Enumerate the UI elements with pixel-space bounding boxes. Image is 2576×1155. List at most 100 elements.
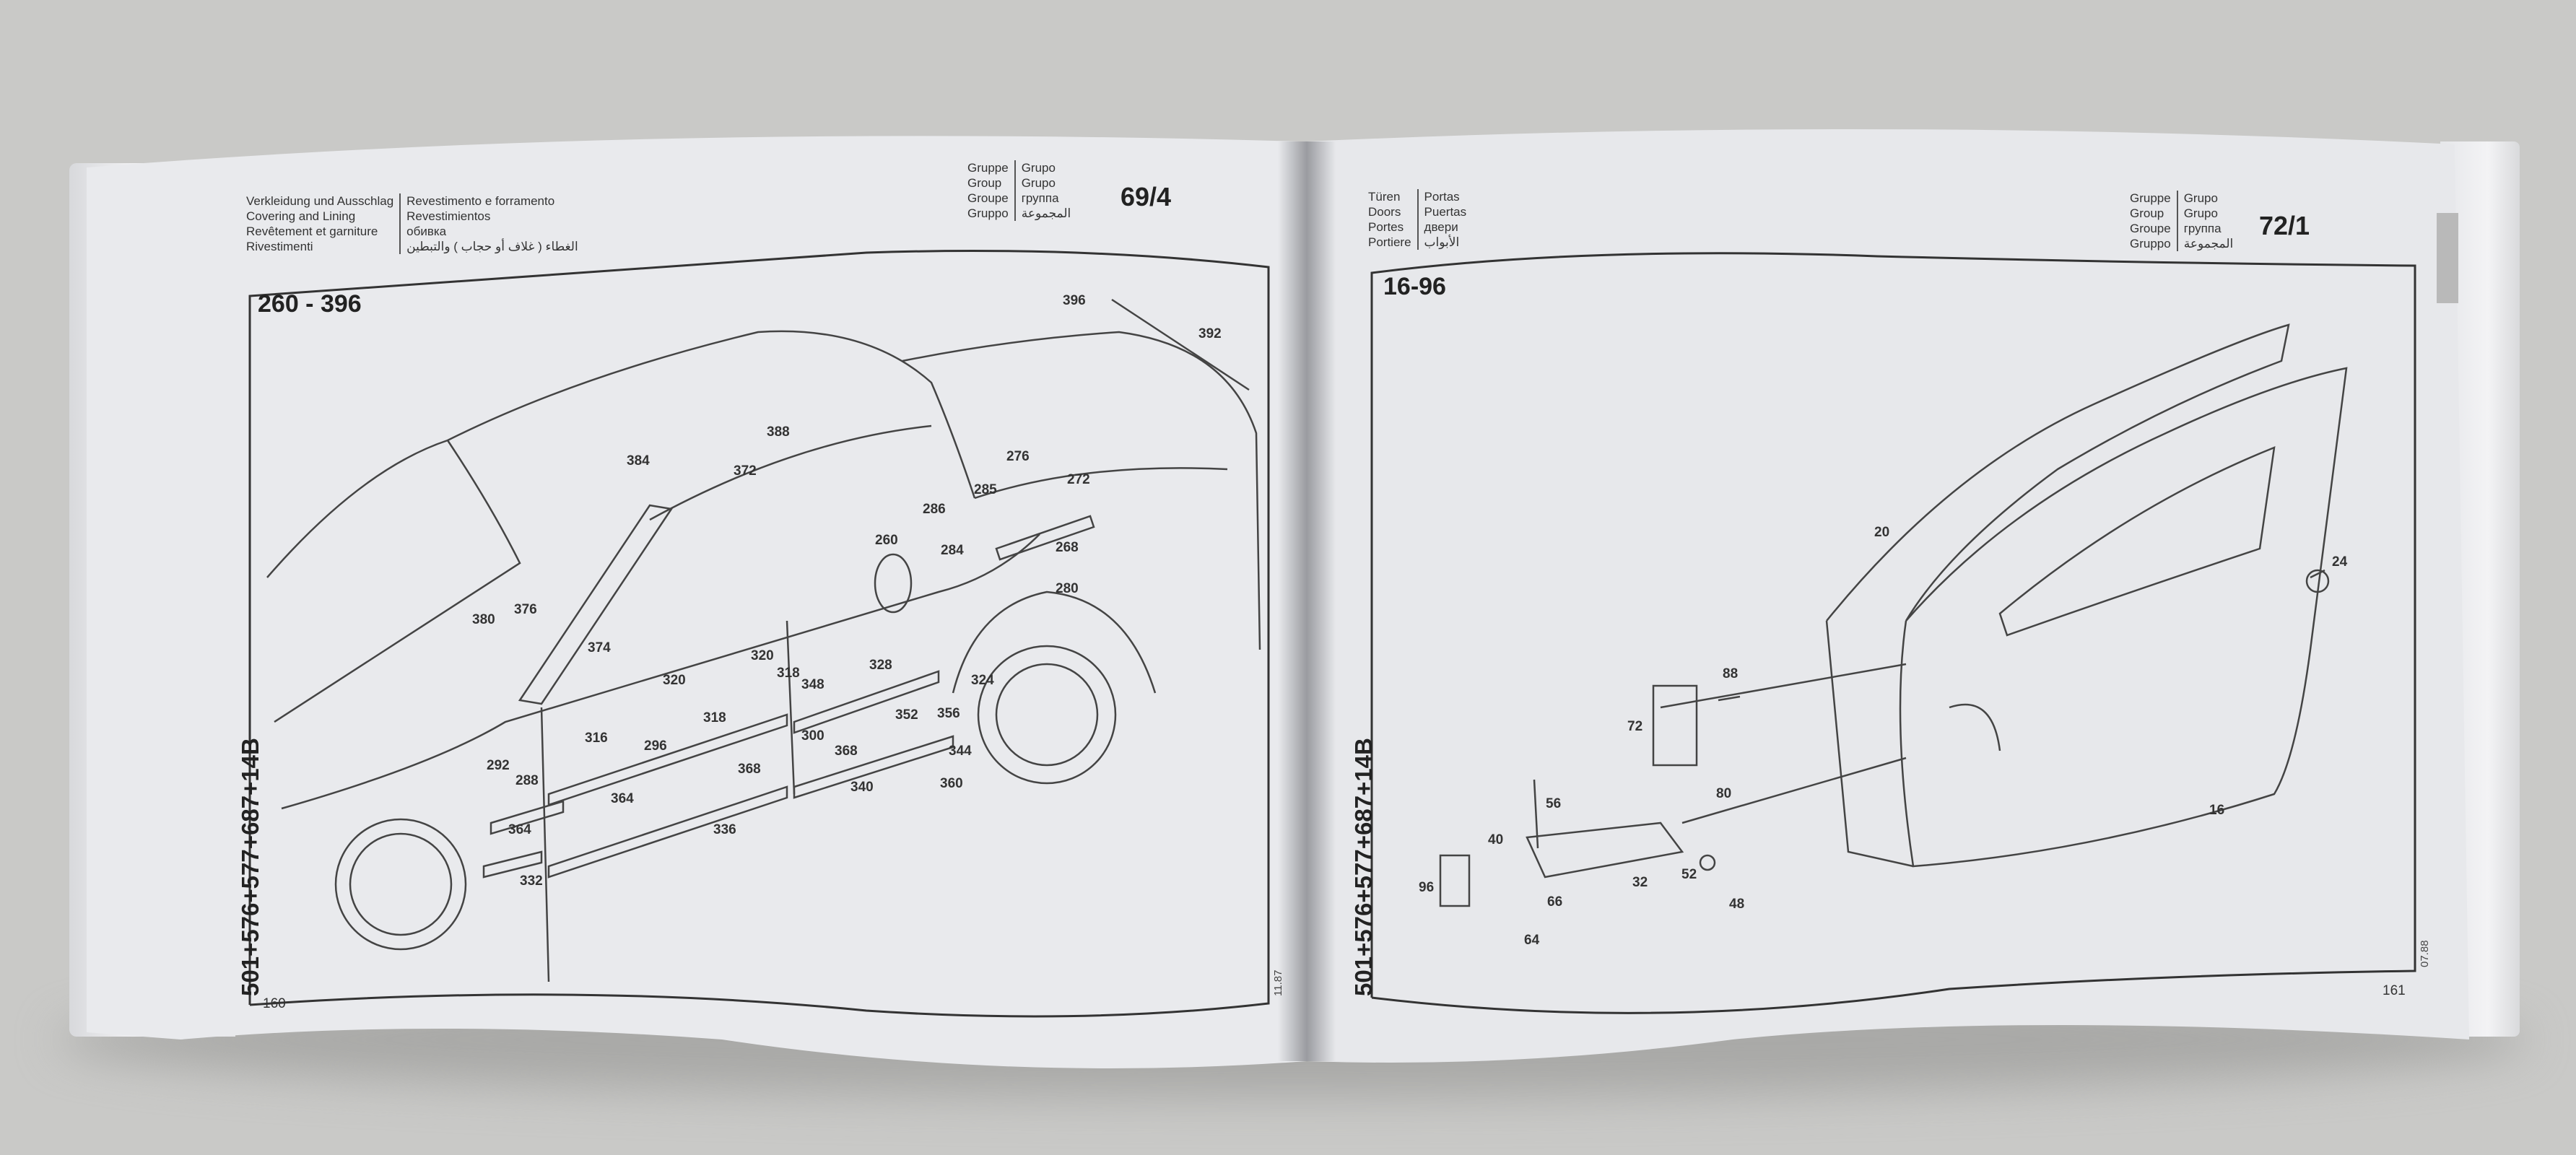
- title-ru: обивка: [406, 225, 447, 238]
- callout: 320: [751, 648, 774, 663]
- group-label: Grupo: [1021, 176, 1056, 190]
- callout: 380: [472, 612, 495, 627]
- page-tab-marker: [2437, 213, 2458, 303]
- group-label: Gruppe: [967, 161, 1009, 175]
- part-range: 260 - 396: [258, 290, 362, 318]
- callout: 364: [611, 791, 634, 806]
- callout: 20: [1874, 525, 1890, 540]
- callout: 88: [1723, 666, 1739, 681]
- callout: 356: [937, 706, 960, 721]
- callout: 66: [1547, 894, 1563, 910]
- right-title-block: Türen Doors Portes Portiere Portas Puert…: [1368, 189, 1472, 250]
- callout: 340: [850, 780, 874, 795]
- callout: 320: [663, 673, 686, 688]
- left-group-block: Gruppe Group Groupe Gruppo Grupo Grupo г…: [967, 160, 1076, 221]
- callout: 292: [487, 758, 510, 773]
- callout: 285: [974, 482, 997, 497]
- callout: 316: [585, 731, 608, 746]
- callout: 328: [869, 658, 892, 673]
- group-label: Group: [2130, 206, 2164, 220]
- edition-date: 11.87: [1272, 969, 1284, 996]
- group-label: Group: [967, 176, 1002, 190]
- callout: 260: [875, 533, 898, 548]
- callout: 64: [1524, 933, 1540, 948]
- right-page: [1307, 128, 2469, 1063]
- callout: 288: [515, 773, 539, 788]
- group-label: Groupe: [967, 191, 1009, 205]
- callout: 80: [1716, 786, 1732, 801]
- edition-date: 07.88: [2419, 940, 2431, 967]
- callout: 32: [1632, 875, 1648, 890]
- group-label: группа: [1021, 191, 1059, 205]
- door-drawing: [1439, 323, 2348, 907]
- callout: 296: [644, 738, 667, 754]
- group-label: Gruppo: [967, 206, 1009, 220]
- callout: 368: [835, 744, 858, 759]
- group-label: Groupe: [2130, 222, 2171, 235]
- callout: 360: [940, 776, 963, 791]
- callout: 374: [588, 640, 611, 655]
- callout: 344: [949, 744, 972, 759]
- title-fr: Portes: [1368, 220, 1404, 234]
- callout: 372: [734, 463, 757, 479]
- callout: 280: [1056, 581, 1079, 596]
- gutter-shade: [1278, 141, 1336, 1061]
- title-de: Türen: [1368, 190, 1401, 204]
- callout: 324: [971, 673, 994, 688]
- group-label: المجموعة: [2183, 237, 2234, 250]
- callout: 368: [738, 762, 761, 777]
- callout: 392: [1198, 326, 1222, 341]
- callout: 40: [1488, 832, 1504, 847]
- callout: 16: [2209, 803, 2225, 818]
- group-label: Gruppo: [2130, 237, 2171, 250]
- callout: 284: [941, 543, 964, 558]
- callout: 332: [520, 873, 543, 889]
- car-body-drawing: [266, 298, 1261, 982]
- callout: 48: [1729, 897, 1745, 912]
- callout: 388: [767, 424, 790, 440]
- callout: 318: [703, 710, 726, 725]
- group-label: Grupo: [1021, 161, 1056, 175]
- group-label: المجموعة: [1021, 206, 1071, 220]
- left-diagram-frame: [248, 250, 1270, 1018]
- title-en: Doors: [1368, 205, 1401, 219]
- callout: 52: [1681, 867, 1697, 882]
- callout: 348: [801, 677, 824, 692]
- title-en: Covering and Lining: [246, 209, 356, 223]
- group-label: Grupo: [2183, 191, 2218, 205]
- title-pt: Revestimento e forramento: [406, 194, 555, 208]
- callout: 286: [923, 502, 946, 517]
- callout: 96: [1419, 880, 1435, 895]
- callout: 268: [1056, 540, 1079, 555]
- callout: 318: [777, 666, 800, 681]
- callout: 300: [801, 728, 824, 744]
- callout: 272: [1067, 472, 1090, 487]
- title-de: Verkleidung und Ausschlag: [246, 194, 394, 208]
- model-codes: 501+576+577+687+14B: [1350, 738, 1377, 996]
- title-it: Portiere: [1368, 235, 1411, 249]
- left-page: [87, 136, 1307, 1069]
- right-group-block: Gruppe Group Groupe Gruppo Grupo Grupo г…: [2130, 191, 2239, 251]
- title-fr: Revêtement et garniture: [246, 225, 378, 238]
- callout: 276: [1006, 449, 1030, 464]
- model-codes: 501+576+577+687+14B: [237, 738, 264, 996]
- callout: 376: [514, 602, 537, 617]
- group-label: Gruppe: [2130, 191, 2171, 205]
- title-ar: الأبواب: [1424, 235, 1460, 249]
- title-pt: Portas: [1424, 190, 1460, 204]
- part-range: 16-96: [1383, 273, 1446, 300]
- right-diagram-frame: [1370, 252, 2416, 1014]
- title-ar: الغطاء ( غلاف أو حجاب ) والتبطين: [406, 240, 578, 253]
- callout: 396: [1063, 293, 1086, 308]
- group-number: 69/4: [1121, 182, 1172, 212]
- callout: 24: [2332, 554, 2348, 570]
- title-it: Rivestimenti: [246, 240, 313, 253]
- page-number: 160: [263, 996, 286, 1011]
- title-es: Revestimientos: [406, 209, 491, 223]
- title-ru: двери: [1424, 220, 1458, 234]
- callout: 72: [1627, 719, 1643, 734]
- page-number: 161: [2383, 983, 2406, 998]
- callout: 364: [508, 822, 531, 837]
- callout: 336: [713, 822, 736, 837]
